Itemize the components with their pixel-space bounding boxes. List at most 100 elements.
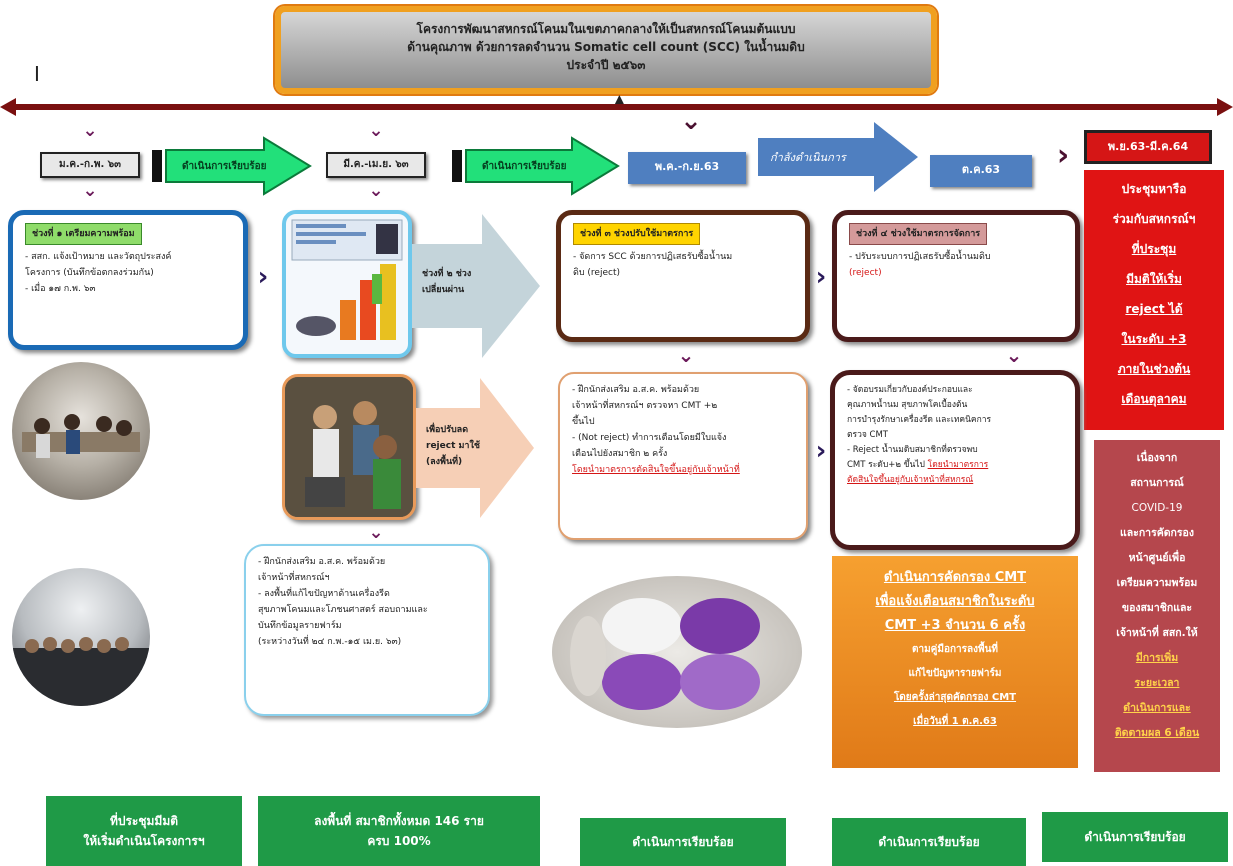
arrow-done-1-label: ดำเนินการเรียบร้อย xyxy=(182,160,267,172)
phase-3-detail-box: - ฝึกนักส่งเสริม อ.ส.ค. พร้อมด้วย เจ้าหน… xyxy=(558,372,808,540)
phase-3-detail-2: เจ้าหน้าที่สหกรณ์ฯ ตรวจหา CMT +๒ xyxy=(572,401,718,411)
phase-3-line-2: ดิบ (reject) xyxy=(573,268,620,278)
chevron-right-icon: › xyxy=(815,436,827,466)
phase-4-detail-4: ตรวจ CMT xyxy=(847,430,889,440)
phase-2-detail-1: - ฝึกนักส่งเสริม อ.ส.ค. พร้อมด้วย xyxy=(258,557,386,567)
meeting-photo xyxy=(12,362,150,500)
phase-2-chart-image xyxy=(282,210,412,358)
covid-note-5: หน้าศูนย์เพื่อ xyxy=(1128,552,1186,564)
red-box-line-4: มีมติให้เริ่ม xyxy=(1126,272,1182,286)
phase-4-detail-6: CMT ระดับ+๒ ขึ้นไป xyxy=(847,460,925,470)
phase-3-line-1: - จัดการ SCC ด้วยการปฏิเสธรับซื้อน้ำนม xyxy=(573,252,733,262)
red-box-line-1: ประชุมหารือ xyxy=(1121,182,1187,196)
timeline-right-head xyxy=(1217,98,1233,116)
chevron-right-icon: › xyxy=(815,262,827,292)
field-visit-image xyxy=(285,377,413,517)
title-line-2: ด้านคุณภาพ ด้วยการลดจำนวน Somatic cell c… xyxy=(407,40,805,54)
covid-note-1: เนื่องจาก xyxy=(1136,452,1178,464)
footer-1-line-2: ให้เริ่มดำเนินโครงการฯ xyxy=(83,834,205,848)
arrow-in-progress-label: กำลังดำเนินการ xyxy=(770,151,846,164)
red-box-line-5: reject ได้ xyxy=(1125,302,1183,316)
arrow-done-2 xyxy=(452,136,620,196)
title-line-3: ประจำปี ๒๕๖๓ xyxy=(566,58,646,72)
phase-4-detail-1: - จัดอบรมเกี่ยวกับองค์ประกอบและ xyxy=(847,385,973,395)
covid-note-box: เนื่องจาก สถานการณ์ COVID-19 และการคัดกร… xyxy=(1094,440,1220,772)
phase-2-label: ช่วงที่ ๒ ช่วง เปลี่ยนผ่าน xyxy=(422,266,502,298)
chevron-down-icon: ⌄ xyxy=(82,120,98,141)
cmt-box-line-5: แก้ไขปัญหารายฟาร์ม xyxy=(908,668,1002,679)
chevron-down-icon: ⌄ xyxy=(82,180,98,201)
phase-2-sub-arrow xyxy=(416,378,534,518)
phase-2-detail-5: บันทึกข้อมูลรายฟาร์ม xyxy=(258,621,342,631)
phase-2-detail-4: สุขภาพโคนมและโภชนศาสตร์ สอบถามและ xyxy=(258,605,428,615)
field-visit-photo xyxy=(282,374,416,520)
red-box-line-3: ที่ประชุม xyxy=(1131,242,1177,256)
arrow-done-1 xyxy=(152,136,312,196)
phase-1-line-3: - เมื่อ ๑๗ ก.พ. ๖๓ xyxy=(25,284,96,294)
covid-note-2: สถานการณ์ xyxy=(1130,477,1184,489)
timeline-bar xyxy=(14,104,1220,110)
phase-4-detail-7: โดยนำมาตรการ xyxy=(927,460,989,470)
phase-3-detail-4: - (Not reject) ทำการเตือนโดยมีใบแจ้ง xyxy=(572,433,727,443)
chevron-right-icon: › xyxy=(257,262,269,292)
cmt-box-line-2: เพื่อแจ้งเตือนสมาชิกในระดับ xyxy=(875,594,1035,609)
group-photo-image xyxy=(12,637,150,706)
phase-1-tag: ช่วงที่ ๑ เตรียมความพร้อม xyxy=(25,223,142,245)
phase-4-detail-8: ตัดสินใจขึ้นอยู่กับเจ้าหน้าที่สหกรณ์ xyxy=(847,475,974,485)
footer-status-2: ลงพื้นที่ สมาชิกทั้งหมด 146 ราย ครบ 100% xyxy=(258,796,540,866)
meeting-photo-image xyxy=(22,414,140,458)
arrow-in-progress xyxy=(758,122,918,192)
phase-4-detail-box: - จัดอบรมเกี่ยวกับองค์ประกอบและ คุณภาพน้… xyxy=(830,370,1080,550)
red-box-line-7: ภายในช่วงต้น xyxy=(1117,362,1191,376)
footer-2-line-2: ครบ 100% xyxy=(367,834,431,848)
phase-3-detail-6: โดยนำมาตรการตัดสินใจขึ้นอยู่กับเจ้าหน้าท… xyxy=(572,465,740,475)
chevron-right-icon: › xyxy=(1056,138,1070,173)
cmt-box-line-6: โดยครั้งล่าสุดคัดกรอง CMT xyxy=(893,692,1017,703)
chevron-down-icon: ⌄ xyxy=(368,522,384,543)
covid-note-6: เตรียมความพร้อม xyxy=(1116,577,1198,589)
phase-1-line-1: - สสก. แจ้งเป้าหมาย และวัตถุประสงค์ xyxy=(25,252,172,262)
covid-note-10: ระยะเวลา xyxy=(1134,677,1180,689)
phase-2-sub-label: เพื่อปรับลด reject มาใช้ (ลงพื้นที่) xyxy=(426,422,496,470)
phase-2-sub-2: reject มาใช้ xyxy=(426,441,480,451)
chart-illustration-icon xyxy=(291,219,403,340)
arrow-done-2-label: ดำเนินการเรียบร้อย xyxy=(482,160,567,172)
date-oct: ต.ค.63 xyxy=(930,155,1032,187)
date-may-sep: พ.ค.-ก.ย.63 xyxy=(628,152,746,184)
phase-3-tag: ช่วงที่ ๓ ช่วงปรับใช้มาตรการ xyxy=(573,223,701,245)
footer-1-line-1: ที่ประชุมมีมติ xyxy=(109,814,179,828)
phase-4-detail-3: การบำรุงรักษาเครื่องรีด และเทคนิคการ xyxy=(847,415,992,425)
cmt-box-line-7: เมื่อวันที่ 1 ต.ค.63 xyxy=(913,716,997,727)
footer-status-4: ดำเนินการเรียบร้อย xyxy=(832,818,1026,866)
chevron-down-icon: ⌄ xyxy=(680,106,702,136)
title-line-1: โครงการพัฒนาสหกรณ์โคนมในเขตภาคกลางให้เป็… xyxy=(416,22,796,36)
timeline-arrow xyxy=(0,98,1233,116)
project-title-box: โครงการพัฒนาสหกรณ์โคนมในเขตภาคกลางให้เป็… xyxy=(275,6,937,94)
footer-status-3: ดำเนินการเรียบร้อย xyxy=(580,818,786,866)
covid-note-8: เจ้าหน้าที่ สสก.ให้ xyxy=(1116,627,1198,639)
phase-3-detail-1: - ฝึกนักส่งเสริม อ.ส.ค. พร้อมด้วย xyxy=(572,385,700,395)
phase-2-arrow xyxy=(412,214,540,358)
footer-status-1: ที่ประชุมมีมติ ให้เริ่มดำเนินโครงการฯ xyxy=(46,796,242,866)
phase-2-label-2: เปลี่ยนผ่าน xyxy=(422,285,465,295)
phase-2-label-1: ช่วงที่ ๒ ช่วง xyxy=(422,269,472,279)
phase-1-box: ช่วงที่ ๑ เตรียมความพร้อม - สสก. แจ้งเป้… xyxy=(8,210,248,350)
covid-note-3: COVID-19 xyxy=(1131,502,1183,514)
cmt-box-line-4: ตามคู่มือการลงพื้นที่ xyxy=(911,644,999,655)
footer-2-line-1: ลงพื้นที่ สมาชิกทั้งหมด 146 ราย xyxy=(314,814,484,828)
phase-2-sub-3: (ลงพื้นที่) xyxy=(426,457,463,467)
phase-3-detail-3: ขึ้นไป xyxy=(572,417,595,427)
date-jan-feb: ม.ค.-ก.พ. ๖๓ xyxy=(40,152,140,178)
covid-note-4: และการคัดกรอง xyxy=(1119,527,1194,539)
phase-4-line-2: (reject) xyxy=(849,268,882,278)
covid-note-11: ดำเนินการและ xyxy=(1123,702,1191,714)
cursor-marker: I xyxy=(34,62,40,86)
cmt-box-line-1: ดำเนินการคัดกรอง CMT xyxy=(883,570,1027,585)
red-box-line-6: ในระดับ +3 xyxy=(1121,332,1187,346)
covid-note-9: มีการเพิ่ม xyxy=(1135,652,1179,664)
phase-2-detail-2: เจ้าหน้าที่สหกรณ์ฯ xyxy=(258,573,330,583)
covid-note-12: ติดตามผล 6 เดือน xyxy=(1114,727,1200,739)
phase-4-tag: ช่วงที่ ๔ ช่วงใช้มาตรการจัดการ xyxy=(849,223,988,245)
cmt-screening-box: ดำเนินการคัดกรอง CMT เพื่อแจ้งเตือนสมาชิ… xyxy=(832,556,1078,768)
chevron-down-icon: ⌄ xyxy=(677,343,695,367)
